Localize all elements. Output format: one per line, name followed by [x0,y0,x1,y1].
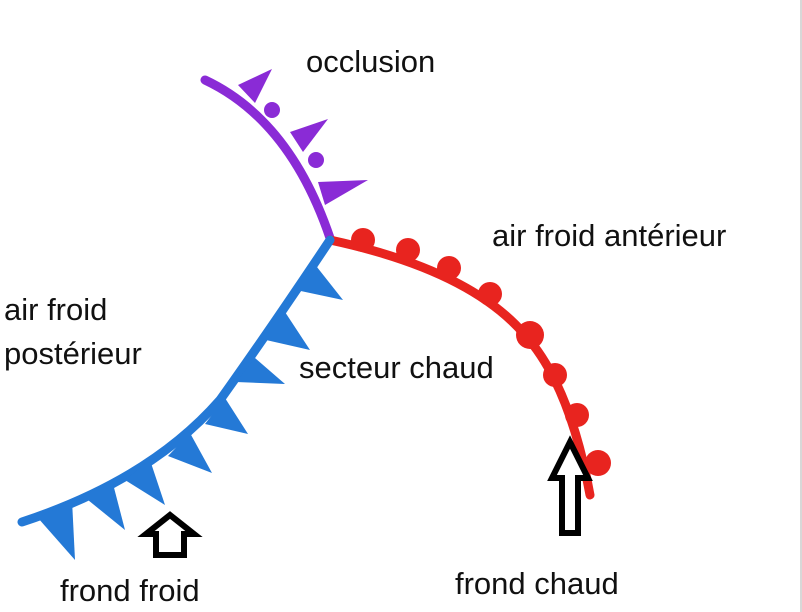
warm-front-semicircle [543,363,567,387]
occluded-front-triangle [318,180,368,205]
occluded-front-triangle [290,119,328,152]
cold-front-triangle [88,480,125,530]
cold-front-triangle [125,460,165,505]
occluded-front-triangle [238,69,272,103]
cold-front [17,235,343,560]
warm-front-semicircle [565,403,589,427]
cold-front-triangle [296,262,343,300]
warm-front-semicircle [351,228,375,252]
warm-front-semicircle [478,282,502,306]
warm-air-ahead-label: air froid antérieur [492,218,727,253]
cold-front-triangle [38,500,75,560]
cold-front-triangle [205,398,248,434]
occluded-front-semicircle [264,102,280,118]
occluded-front-line [200,75,335,243]
warm-front-semicircle [396,238,420,262]
cold-front-line [17,235,335,527]
warm-front-semicircle [585,450,611,476]
cold-front-label: frond froid [60,573,200,608]
up-arrow-icon [547,435,593,536]
warm-front-semicircle [516,321,544,349]
cold-front-triangle [168,433,212,473]
warm-front [325,228,611,500]
occluded-front-semicircle [308,152,324,168]
occlusion-label: occlusion [306,44,436,79]
warm-sector-label: secteur chaud [299,350,494,385]
cold-air-behind-label-line2: postérieur [4,336,142,371]
up-arrow-icon [137,511,203,558]
occluded-front [200,69,368,243]
warm-front-semicircle [437,256,461,280]
right-edge-divider [800,0,802,612]
warm-front-label: frond chaud [455,566,619,601]
cold-air-behind-label-line1: air froid [4,292,108,327]
cold-front-triangle [236,358,285,384]
cold-front-triangle [266,312,310,350]
